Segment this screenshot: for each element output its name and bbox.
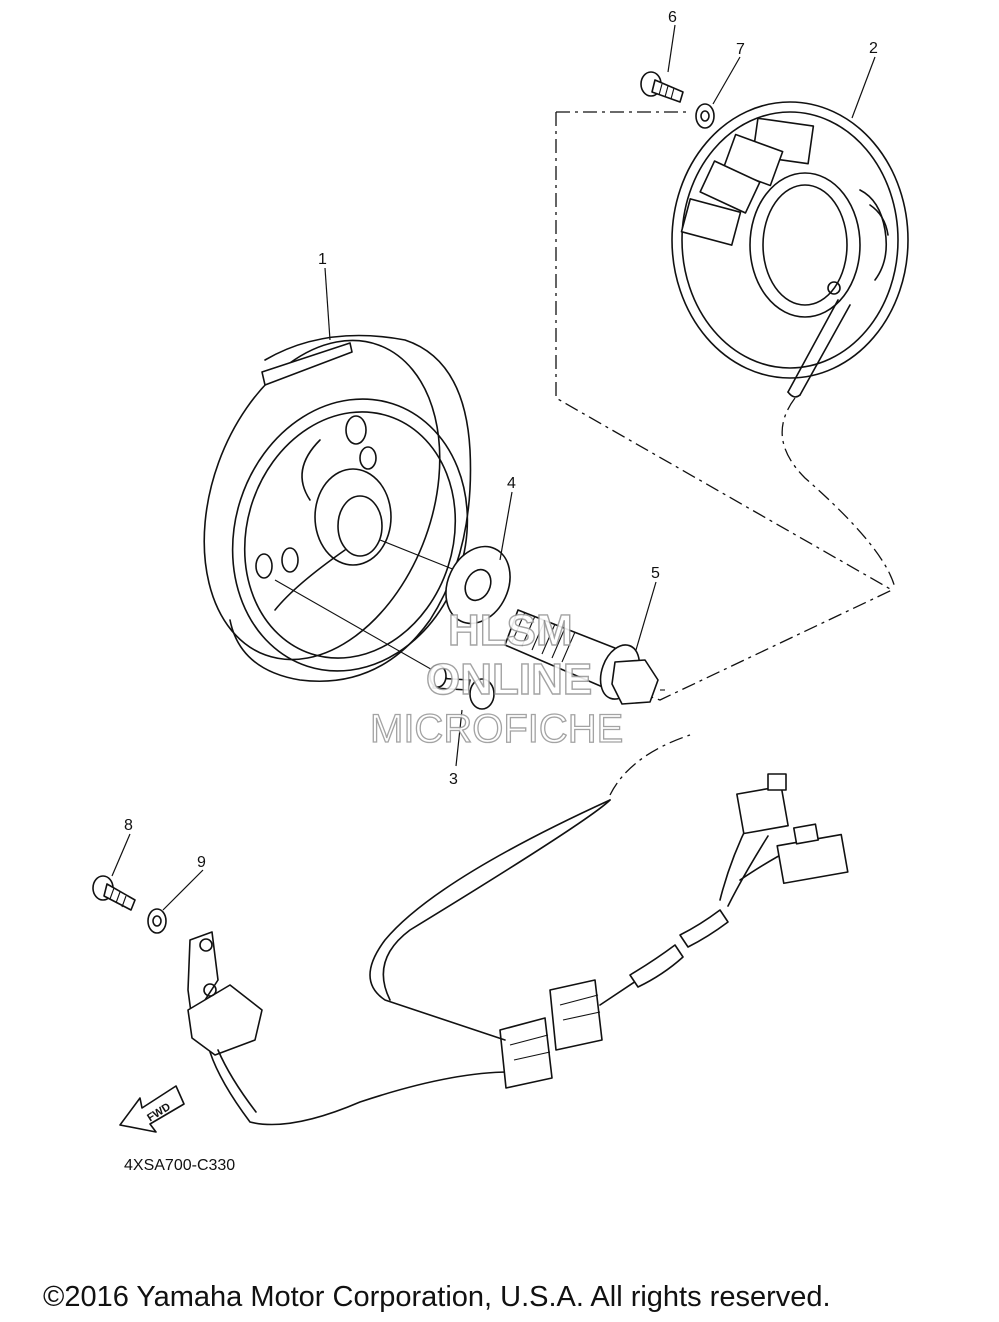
callout-7: 7 <box>736 41 745 58</box>
callout-leaders <box>111 24 876 911</box>
callout-4: 4 <box>507 475 516 492</box>
copyright-notice: ©2016 Yamaha Motor Corporation, U.S.A. A… <box>43 1281 831 1313</box>
assembly-boundary <box>555 111 894 701</box>
stator-washer <box>695 103 715 129</box>
pickup-washer <box>147 908 167 934</box>
pickup-bolt <box>92 875 136 911</box>
stator-assembly <box>671 101 909 589</box>
watermark: HLSM ONLINE MICROFICHE <box>369 605 624 751</box>
forward-arrow-icon: FWD <box>119 1085 185 1133</box>
callout-9: 9 <box>197 854 206 871</box>
plain-washer <box>445 545 511 625</box>
callout-6: 6 <box>668 9 677 26</box>
watermark-line-3: MICROFICHE <box>370 707 623 751</box>
diagram-code: 4XSA700-C330 <box>124 1157 235 1174</box>
flange-bolt <box>504 609 665 705</box>
callout-5: 5 <box>651 565 660 582</box>
callout-8: 8 <box>124 817 133 834</box>
callout-1: 1 <box>318 251 327 268</box>
callout-3: 3 <box>449 771 458 788</box>
pickup-screw <box>429 664 495 710</box>
stator-bolt <box>640 71 684 103</box>
pickup-coil-and-harness <box>187 734 849 1126</box>
callout-2: 2 <box>869 40 878 57</box>
watermark-line-1: HLSM <box>448 606 573 655</box>
rotor-flywheel <box>203 334 472 682</box>
watermark-line-2: ONLINE <box>426 655 592 704</box>
